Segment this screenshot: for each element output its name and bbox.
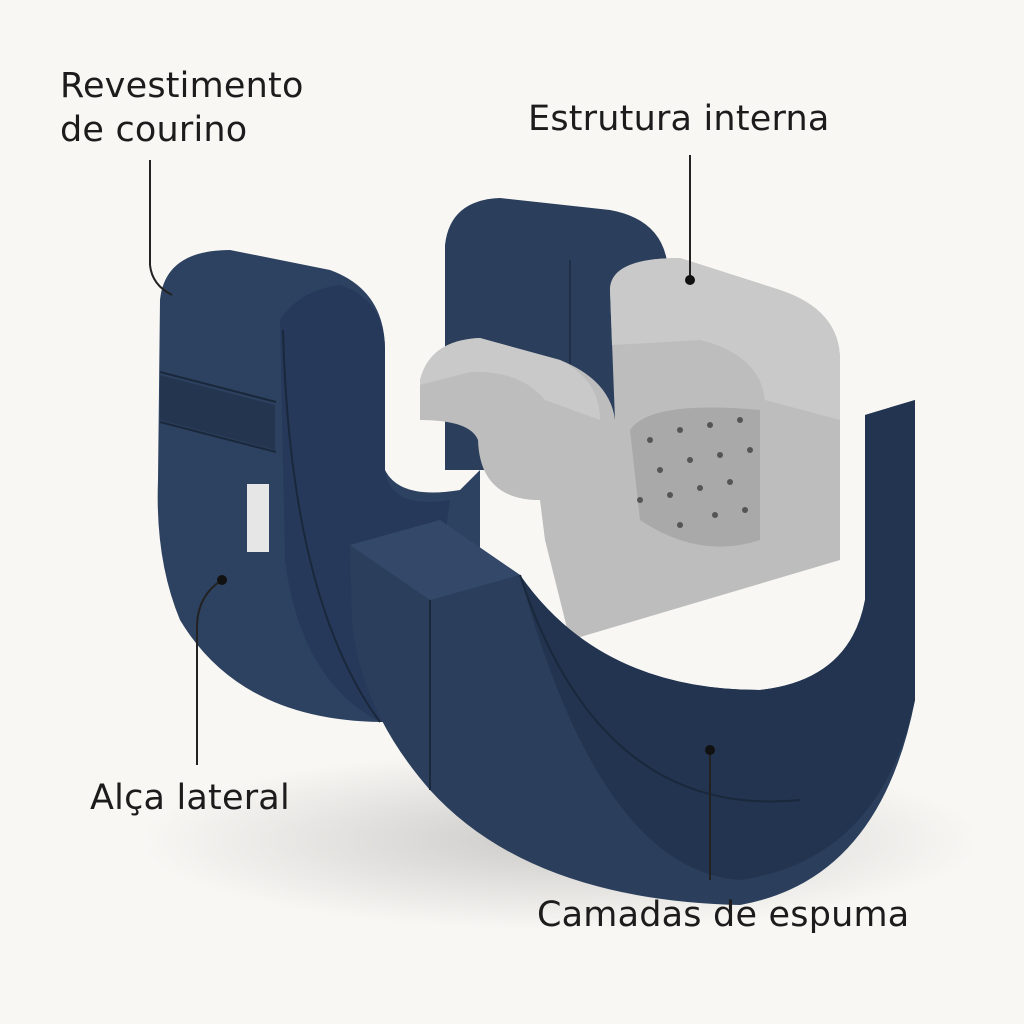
label-cover-line2: de courino bbox=[60, 110, 248, 150]
label-side-handle: Alça lateral bbox=[90, 778, 290, 818]
internal-foam-structure bbox=[420, 258, 840, 640]
brand-tag bbox=[247, 484, 269, 552]
front-u-piece bbox=[350, 400, 915, 905]
leader-cover bbox=[149, 160, 173, 296]
label-foam-layers: Camadas de espuma bbox=[537, 895, 910, 935]
label-cover: Revestimento de courino bbox=[60, 64, 304, 152]
leader-dots bbox=[217, 275, 715, 755]
label-internal-structure: Estrutura interna bbox=[528, 99, 830, 139]
leader-lines bbox=[149, 155, 711, 880]
label-cover-line1: Revestimento bbox=[60, 66, 304, 106]
foam-perforations bbox=[637, 417, 753, 528]
leader-handle bbox=[196, 579, 223, 765]
